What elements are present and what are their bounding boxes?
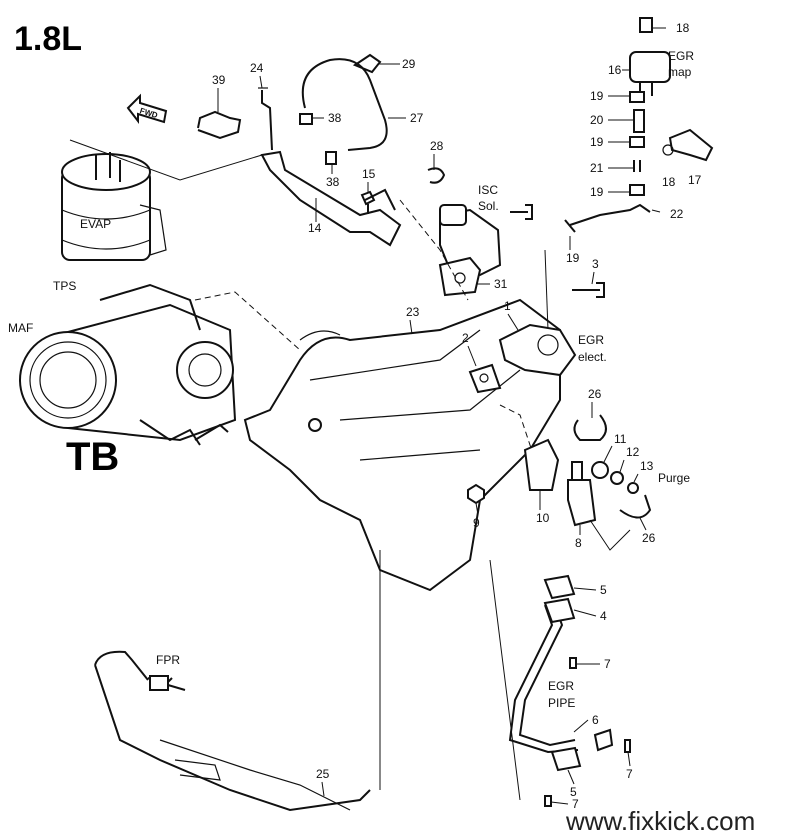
bracket-10 — [523, 438, 560, 491]
callout-1: 1 — [504, 299, 511, 313]
clip-38a — [299, 113, 313, 125]
callout-29: 29 — [402, 57, 416, 71]
callout-10: 10 — [536, 511, 550, 525]
callout-5b: 5 — [570, 785, 577, 799]
tps-label: TPS — [53, 279, 76, 293]
fwd-arrow-icon: FWD — [126, 93, 168, 124]
callout-4: 4 — [600, 609, 607, 623]
egr-elect-label-2: elect. — [578, 350, 607, 364]
callout-18b: 18 — [662, 175, 676, 189]
callout-2: 2 — [462, 331, 469, 345]
egr-map-label-1: EGR — [668, 49, 694, 63]
callout-38b: 38 — [326, 175, 340, 189]
callout-7b: 7 — [626, 767, 633, 781]
callout-5a: 5 — [600, 583, 607, 597]
callout-27: 27 — [410, 111, 424, 125]
callout-23: 23 — [406, 305, 420, 319]
callouts: 1 2 3 4 5 5 6 7 7 7 8 9 10 11 12 13 14 1… — [212, 21, 702, 811]
watermark: www.fixkick.com — [565, 806, 755, 836]
egr-pipe-label-1: EGR — [548, 679, 574, 693]
callout-24: 24 — [250, 61, 264, 75]
engine-label: 1.8L — [14, 20, 82, 58]
callout-20: 20 — [590, 113, 604, 127]
throttle-body-label: TB — [66, 435, 119, 479]
purge-solenoid — [567, 461, 597, 527]
callout-38a: 38 — [328, 111, 342, 125]
callout-7a: 7 — [604, 657, 611, 671]
callout-3: 3 — [592, 257, 599, 271]
callout-28: 28 — [430, 139, 444, 153]
callout-19d: 19 — [566, 251, 580, 265]
bolt-15 — [360, 190, 376, 214]
egr-map-assembly — [629, 17, 714, 196]
bracket-14 — [260, 150, 402, 247]
purge-label: Purge — [658, 471, 690, 485]
hose-27 — [301, 58, 388, 151]
screw-13 — [627, 482, 639, 494]
grommet-11 — [591, 461, 609, 479]
hose-22 — [569, 203, 651, 226]
callout-7c: 7 — [572, 797, 579, 811]
callout-6: 6 — [592, 713, 599, 727]
callout-17: 17 — [688, 173, 702, 187]
callout-11: 11 — [614, 432, 627, 446]
callout-16: 16 — [608, 63, 622, 77]
clamp-39 — [197, 110, 242, 140]
hose-26a — [573, 414, 607, 441]
evap-canister: EVAP — [61, 152, 167, 261]
nut-9 — [467, 483, 485, 505]
maf-label: MAF — [8, 321, 33, 335]
gasket-2 — [468, 363, 502, 394]
clip-38b — [325, 151, 337, 165]
callout-19b: 19 — [590, 135, 604, 149]
hose-26b — [619, 494, 652, 519]
callout-26a: 26 — [588, 387, 602, 401]
isc-solenoid — [439, 204, 533, 277]
clip-28 — [427, 167, 446, 184]
egr-pipe-label-2: PIPE — [548, 696, 575, 710]
callout-12: 12 — [626, 445, 640, 459]
callout-14: 14 — [308, 221, 322, 235]
callout-9: 9 — [473, 516, 480, 530]
callout-15: 15 — [362, 167, 376, 181]
throttle-body — [19, 283, 237, 446]
fpr-assembly — [94, 650, 371, 812]
clamp-29 — [352, 53, 382, 74]
hose-24 — [261, 90, 273, 151]
egr-electric-valve — [498, 282, 605, 377]
egr-pipe — [508, 574, 631, 807]
callout-22: 22 — [670, 207, 684, 221]
gasket-31 — [438, 256, 482, 297]
callout-8: 8 — [575, 536, 582, 550]
callout-13: 13 — [640, 459, 654, 473]
callout-26b: 26 — [642, 531, 656, 545]
callout-31: 31 — [494, 277, 508, 291]
callout-19a: 19 — [590, 89, 604, 103]
callout-18a: 18 — [676, 21, 690, 35]
callout-25: 25 — [316, 767, 330, 781]
callout-leaders — [217, 27, 666, 805]
isc-label-2: Sol. — [478, 199, 499, 213]
evap-label: EVAP — [80, 217, 111, 231]
callout-19c: 19 — [590, 185, 604, 199]
fpr-label: FPR — [156, 653, 180, 667]
egr-elect-label-1: EGR — [578, 333, 604, 347]
grommet-12 — [610, 471, 624, 485]
callout-39: 39 — [212, 73, 226, 87]
egr-map-label-2: map — [668, 65, 692, 79]
callout-21: 21 — [590, 161, 604, 175]
isc-label-1: ISC — [478, 183, 498, 197]
